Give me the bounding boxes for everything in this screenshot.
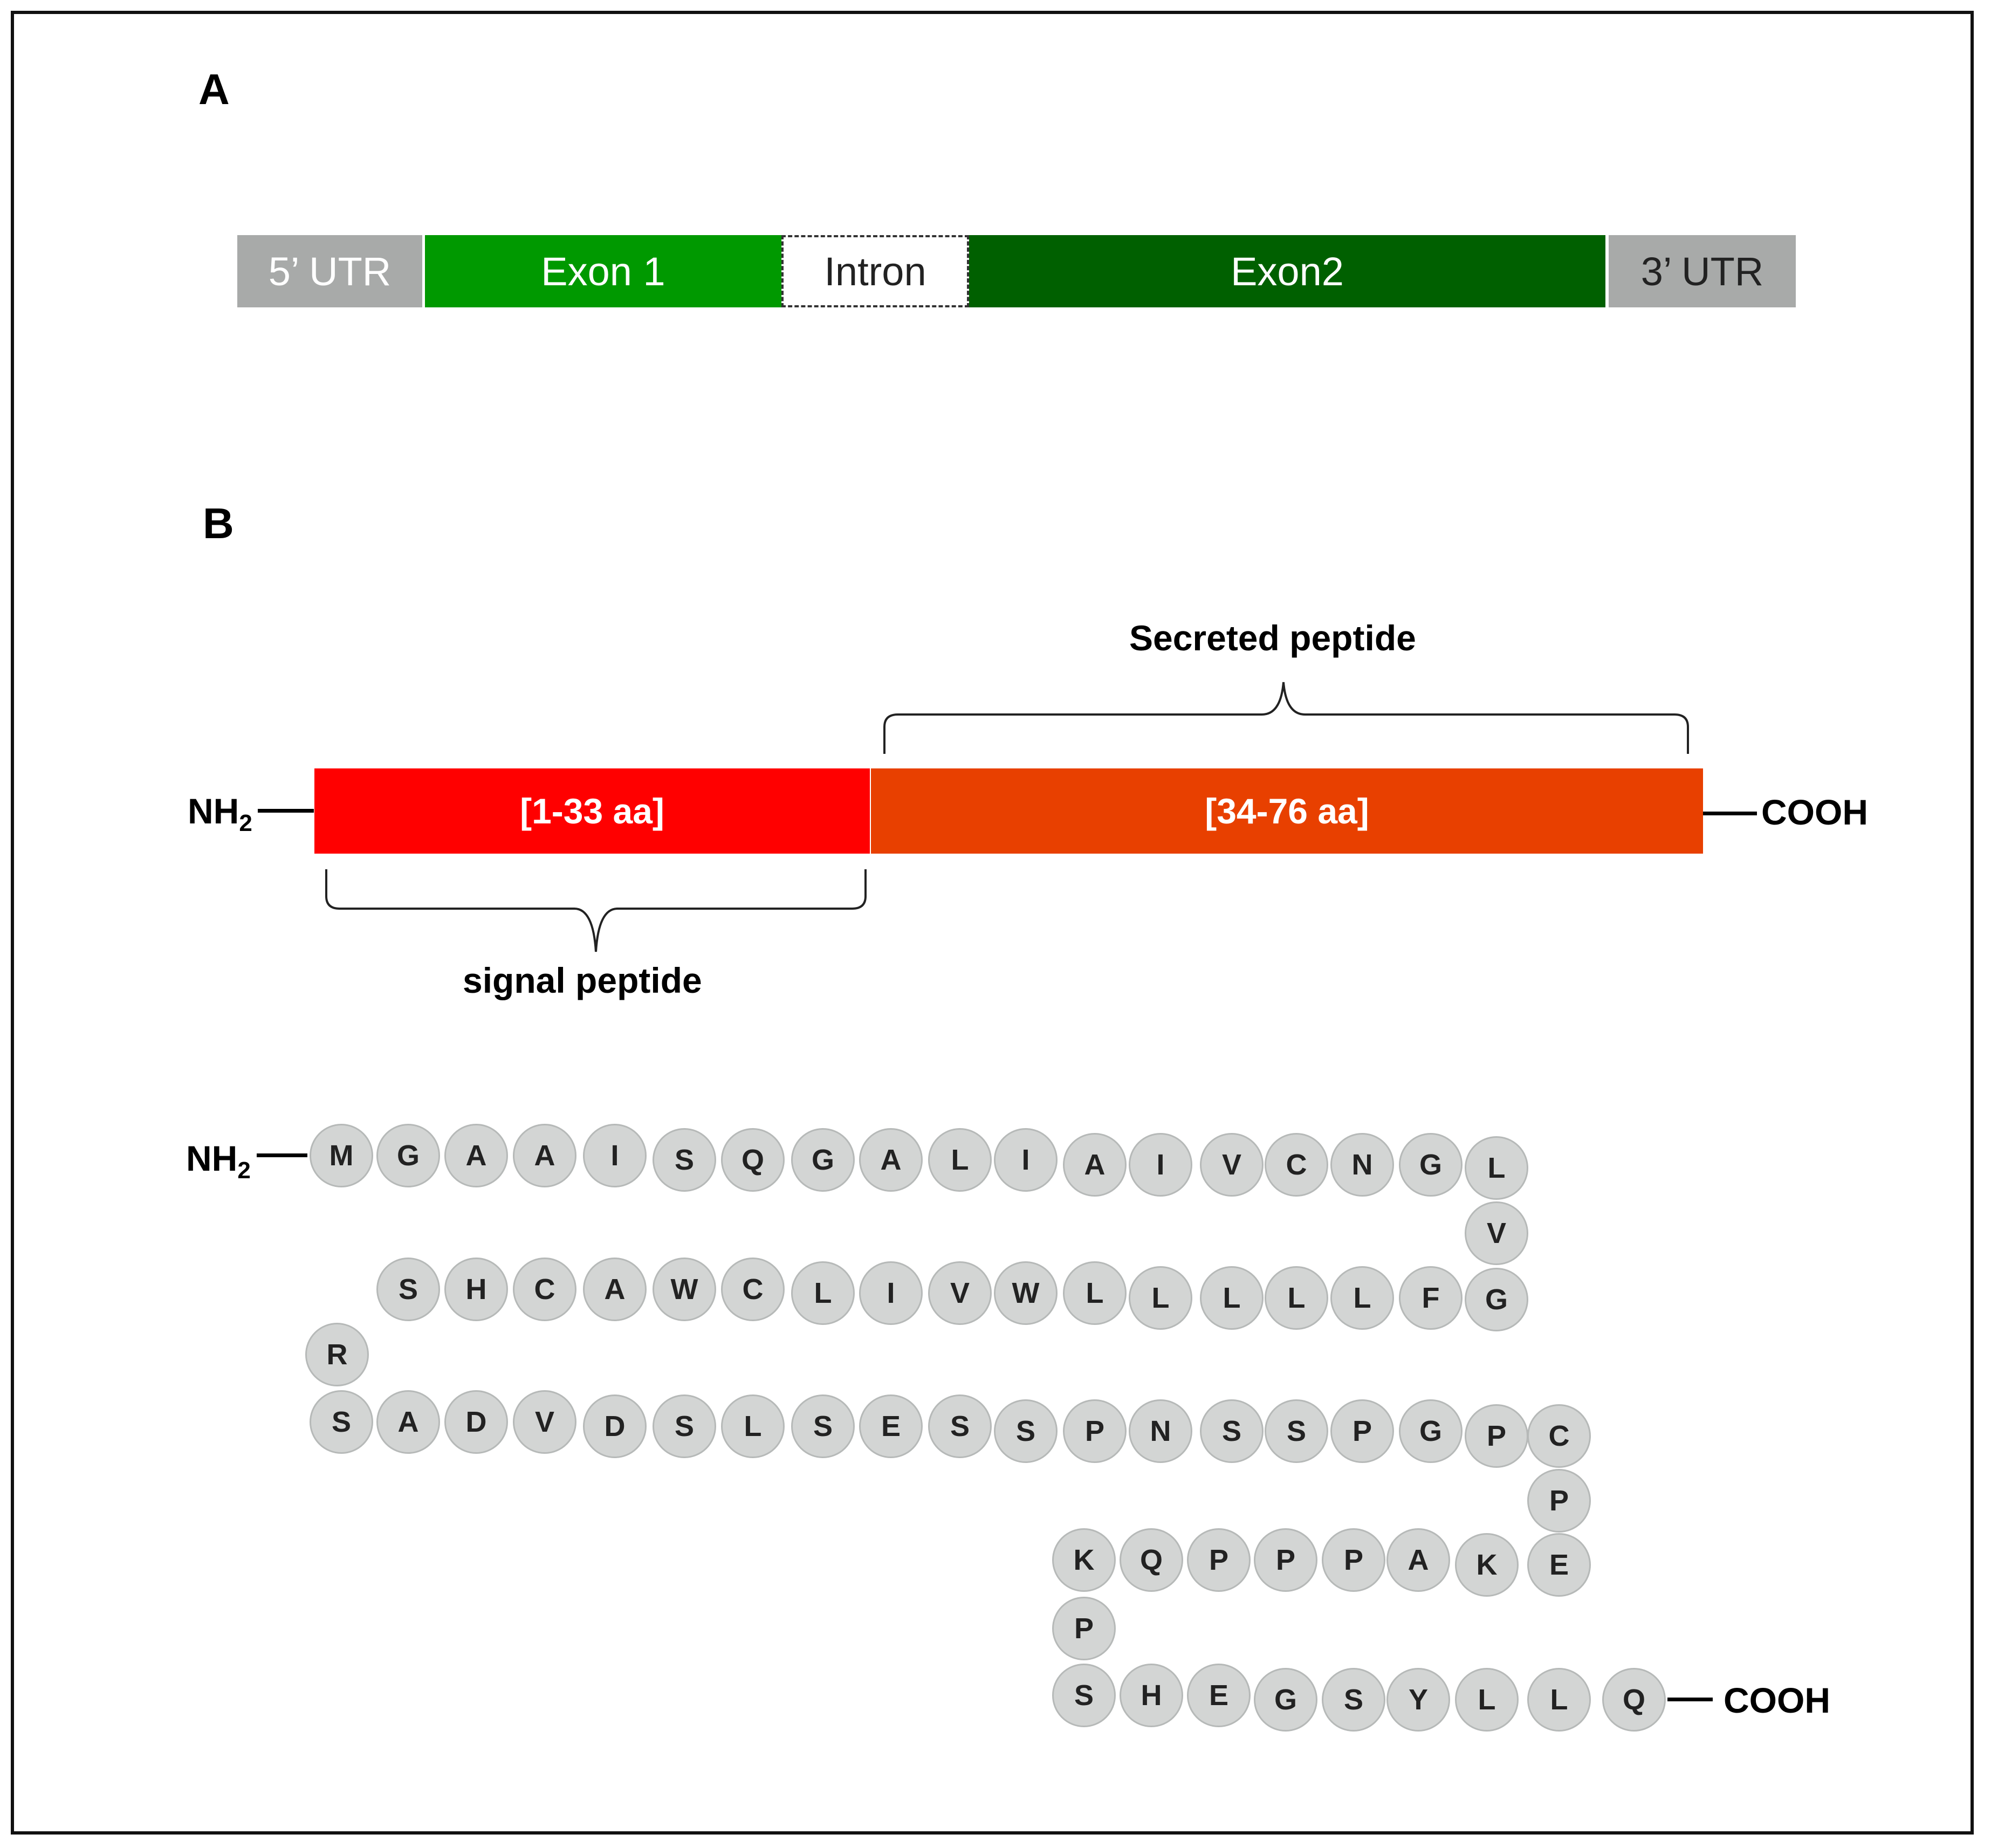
cooh-bond: [1703, 812, 1757, 815]
residue-69: E: [1187, 1664, 1251, 1727]
residue-11: I: [994, 1128, 1058, 1192]
protein-nh2-terminus: NH2: [188, 791, 252, 837]
residue-3: A: [444, 1124, 508, 1187]
residue-75: Q: [1602, 1668, 1666, 1732]
signal-peptide-label: signal peptide: [463, 960, 702, 1000]
sequence-nh2-bond: [257, 1153, 307, 1157]
residue-37: R: [305, 1323, 369, 1386]
residue-9: A: [859, 1128, 923, 1192]
residue-73: L: [1455, 1668, 1519, 1732]
residue-20: G: [1465, 1268, 1528, 1331]
residue-74: L: [1527, 1668, 1591, 1732]
residue-5: I: [583, 1124, 647, 1187]
residue-13: I: [1129, 1133, 1192, 1197]
residue-64: Q: [1120, 1528, 1183, 1592]
residue-70: G: [1254, 1668, 1317, 1732]
residue-21: F: [1399, 1266, 1463, 1330]
residue-72: Y: [1386, 1668, 1450, 1732]
residue-22: L: [1330, 1266, 1394, 1330]
residue-65: K: [1052, 1528, 1116, 1592]
residue-19: V: [1465, 1201, 1528, 1265]
residue-35: H: [444, 1258, 508, 1321]
gene-exon-2: Exon2: [969, 235, 1605, 307]
residue-10: L: [928, 1128, 992, 1192]
residue-1: M: [310, 1124, 373, 1187]
secreted-peptide-label: Secreted peptide: [1129, 618, 1416, 658]
gene-5utr: 5’ UTR: [237, 235, 422, 307]
residue-56: C: [1527, 1404, 1591, 1468]
residue-18: L: [1465, 1136, 1528, 1200]
signal-brace: [325, 869, 867, 952]
figure-frame: [11, 11, 1974, 1835]
residue-47: S: [928, 1394, 992, 1458]
secreted-brace: [883, 682, 1689, 754]
residue-58: E: [1527, 1533, 1591, 1597]
residue-6: S: [653, 1128, 716, 1192]
panel-b-label: B: [203, 499, 234, 547]
residue-26: L: [1063, 1261, 1127, 1325]
residue-7: Q: [721, 1128, 785, 1192]
residue-67: S: [1052, 1664, 1116, 1727]
residue-39: A: [376, 1390, 440, 1454]
residue-25: L: [1129, 1266, 1192, 1330]
residue-68: H: [1120, 1664, 1183, 1727]
gene-exon-1: Exon 1: [425, 235, 781, 307]
residue-33: A: [583, 1258, 647, 1321]
residue-29: I: [859, 1261, 923, 1325]
signal-peptide-region: [1-33 aa]: [314, 768, 870, 854]
secreted-peptide-region: [34-76 aa]: [871, 768, 1703, 854]
residue-46: E: [859, 1394, 923, 1458]
residue-24: L: [1200, 1266, 1264, 1330]
residue-17: G: [1399, 1133, 1463, 1197]
residue-54: G: [1399, 1399, 1463, 1463]
residue-50: N: [1129, 1399, 1192, 1463]
residue-49: P: [1063, 1399, 1127, 1463]
residue-8: G: [791, 1128, 855, 1192]
residue-42: D: [583, 1394, 647, 1458]
residue-55: P: [1465, 1404, 1528, 1468]
residue-61: P: [1322, 1528, 1385, 1592]
gene-intron: Intron: [781, 235, 969, 307]
nh2-bond: [258, 809, 314, 813]
protein-cooh-terminus: COOH: [1761, 792, 1868, 832]
residue-45: S: [791, 1394, 855, 1458]
residue-28: V: [928, 1261, 992, 1325]
residue-23: L: [1265, 1266, 1328, 1330]
residue-48: S: [994, 1399, 1058, 1463]
residue-63: P: [1187, 1528, 1251, 1592]
residue-57: P: [1527, 1469, 1591, 1533]
residue-44: L: [721, 1394, 785, 1458]
residue-2: G: [376, 1124, 440, 1187]
residue-71: S: [1322, 1668, 1385, 1732]
residue-59: K: [1455, 1533, 1519, 1597]
residue-16: N: [1330, 1133, 1394, 1197]
residue-14: V: [1200, 1133, 1264, 1197]
residue-60: A: [1386, 1528, 1450, 1592]
residue-53: P: [1330, 1399, 1394, 1463]
residue-52: S: [1265, 1399, 1328, 1463]
residue-43: S: [653, 1394, 716, 1458]
residue-27: W: [994, 1261, 1058, 1325]
residue-4: A: [513, 1124, 576, 1187]
residue-15: C: [1265, 1133, 1328, 1197]
residue-32: W: [653, 1258, 716, 1321]
residue-51: S: [1200, 1399, 1264, 1463]
sequence-nh2-terminus: NH2: [186, 1138, 251, 1184]
residue-62: P: [1254, 1528, 1317, 1592]
panel-a-label: A: [198, 65, 230, 113]
residue-30: L: [791, 1261, 855, 1325]
residue-40: D: [444, 1390, 508, 1454]
sequence-cooh-terminus: COOH: [1724, 1680, 1830, 1720]
residue-36: S: [376, 1258, 440, 1321]
sequence-cooh-bond: [1667, 1698, 1713, 1701]
residue-66: P: [1052, 1597, 1116, 1660]
residue-38: S: [310, 1390, 373, 1454]
residue-12: A: [1063, 1133, 1127, 1197]
residue-31: C: [721, 1258, 785, 1321]
residue-41: V: [513, 1390, 576, 1454]
residue-34: C: [513, 1258, 576, 1321]
gene-3utr: 3’ UTR: [1609, 235, 1796, 307]
